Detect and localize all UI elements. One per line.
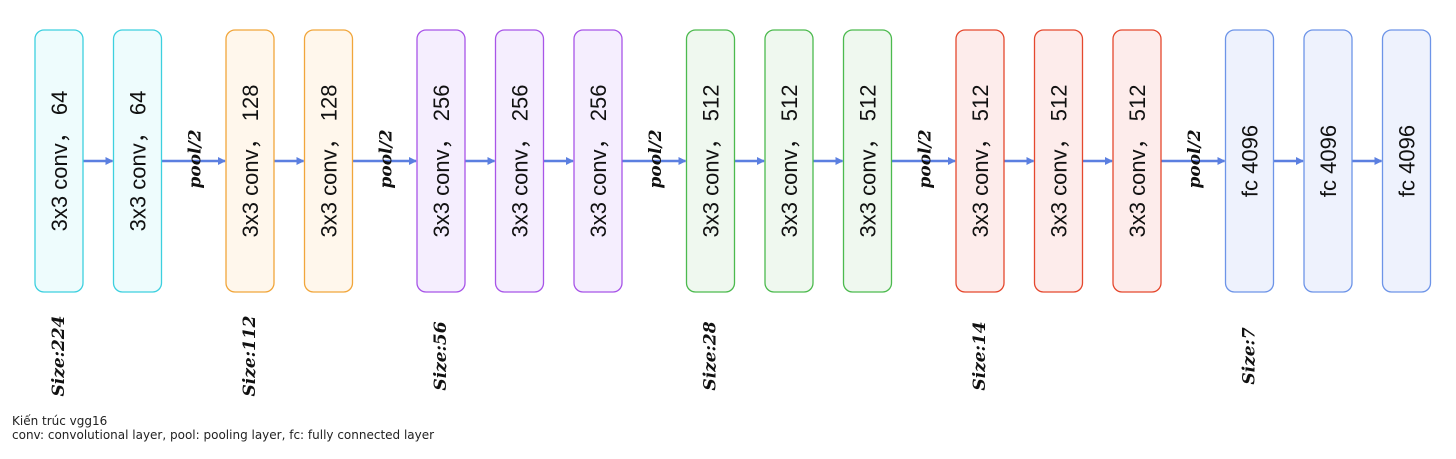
layer-label: 3x3 conv， 256 xyxy=(508,85,533,238)
size-label: Size:112 xyxy=(240,315,260,396)
layer-blocks: 3x3 conv， 64 3x3 conv， 64 3x3 conv， 128 3x3… xyxy=(34,29,1432,293)
layer-label: 3x3 conv， 64 xyxy=(47,91,72,232)
layer-label: 3x3 conv， 512 xyxy=(777,85,802,238)
layer-block-rect xyxy=(303,29,354,293)
layer-block-rect xyxy=(1381,29,1432,293)
layer-block-rect xyxy=(764,29,814,293)
layer-block-rect xyxy=(34,29,84,293)
layer-block: 3x3 conv， 256 xyxy=(494,29,545,293)
layer-block: fc 4096 xyxy=(1224,29,1275,293)
layer-label: 3x3 conv， 512 xyxy=(968,85,993,238)
vgg16-architecture-diagram: 3x3 conv， 64 3x3 conv， 64 3x3 conv， 128 3x3… xyxy=(34,29,1432,396)
layer-block-rect xyxy=(955,29,1005,293)
layer-block-rect xyxy=(112,29,163,293)
layer-block-rect xyxy=(225,29,275,293)
pool-label: pool/2 xyxy=(1185,129,1205,188)
layer-block: 3x3 conv， 128 xyxy=(303,29,354,293)
layer-block: 3x3 conv， 128 xyxy=(225,29,275,293)
caption-legend: conv: convolutional layer, pool: pooling… xyxy=(12,428,435,442)
layer-label: fc 4096 xyxy=(1316,125,1341,197)
layer-block: fc 4096 xyxy=(1381,29,1432,293)
layer-label: 3x3 conv， 512 xyxy=(1047,85,1072,238)
layer-block: 3x3 conv， 256 xyxy=(573,29,623,293)
layer-label: 3x3 conv， 256 xyxy=(586,85,611,238)
layer-block-rect xyxy=(1112,29,1162,293)
layer-block-rect xyxy=(1033,29,1084,293)
layer-block-rect xyxy=(842,29,893,293)
layer-block-rect xyxy=(573,29,623,293)
layer-label: 3x3 conv， 64 xyxy=(126,91,151,232)
layer-label: fc 4096 xyxy=(1238,125,1263,197)
layer-label: fc 4096 xyxy=(1395,125,1420,197)
layer-block: 3x3 conv， 512 xyxy=(955,29,1005,293)
layer-label: 3x3 conv， 128 xyxy=(317,85,342,238)
pool-label: pool/2 xyxy=(186,129,206,188)
layer-block-rect xyxy=(416,29,466,293)
layer-label: 3x3 conv， 512 xyxy=(699,85,724,238)
layer-block-rect xyxy=(1303,29,1353,293)
layer-block: 3x3 conv， 512 xyxy=(1033,29,1084,293)
layer-block: 3x3 conv， 256 xyxy=(416,29,466,293)
pool-label: pool/2 xyxy=(646,129,666,188)
size-label: Size:56 xyxy=(431,321,451,390)
layer-block: 3x3 conv， 512 xyxy=(1112,29,1162,293)
layer-block: 3x3 conv， 512 xyxy=(764,29,814,293)
layer-label: 3x3 conv， 512 xyxy=(856,85,881,238)
pool-label: pool/2 xyxy=(916,129,936,188)
layer-label: 3x3 conv， 512 xyxy=(1125,85,1150,238)
pool-label: pool/2 xyxy=(377,129,397,188)
layer-block-rect xyxy=(494,29,545,293)
layer-block-rect xyxy=(685,29,736,293)
caption: Kiến trúc vgg16 conv: convolutional laye… xyxy=(12,414,434,442)
layer-block-rect xyxy=(1224,29,1275,293)
size-label: Size:14 xyxy=(970,321,990,390)
caption-title: Kiến trúc vgg16 xyxy=(12,414,108,428)
layer-block: 3x3 conv， 64 xyxy=(112,29,163,293)
layer-block: 3x3 conv， 64 xyxy=(34,29,84,293)
layer-label: 3x3 conv， 128 xyxy=(238,85,263,238)
size-label: Size:28 xyxy=(701,321,721,390)
size-label: Size:7 xyxy=(1240,327,1260,384)
layer-block: fc 4096 xyxy=(1303,29,1353,293)
size-label: Size:224 xyxy=(49,316,69,397)
layer-block: 3x3 conv， 512 xyxy=(842,29,893,293)
layer-block: 3x3 conv， 512 xyxy=(685,29,736,293)
layer-label: 3x3 conv， 256 xyxy=(429,85,454,238)
